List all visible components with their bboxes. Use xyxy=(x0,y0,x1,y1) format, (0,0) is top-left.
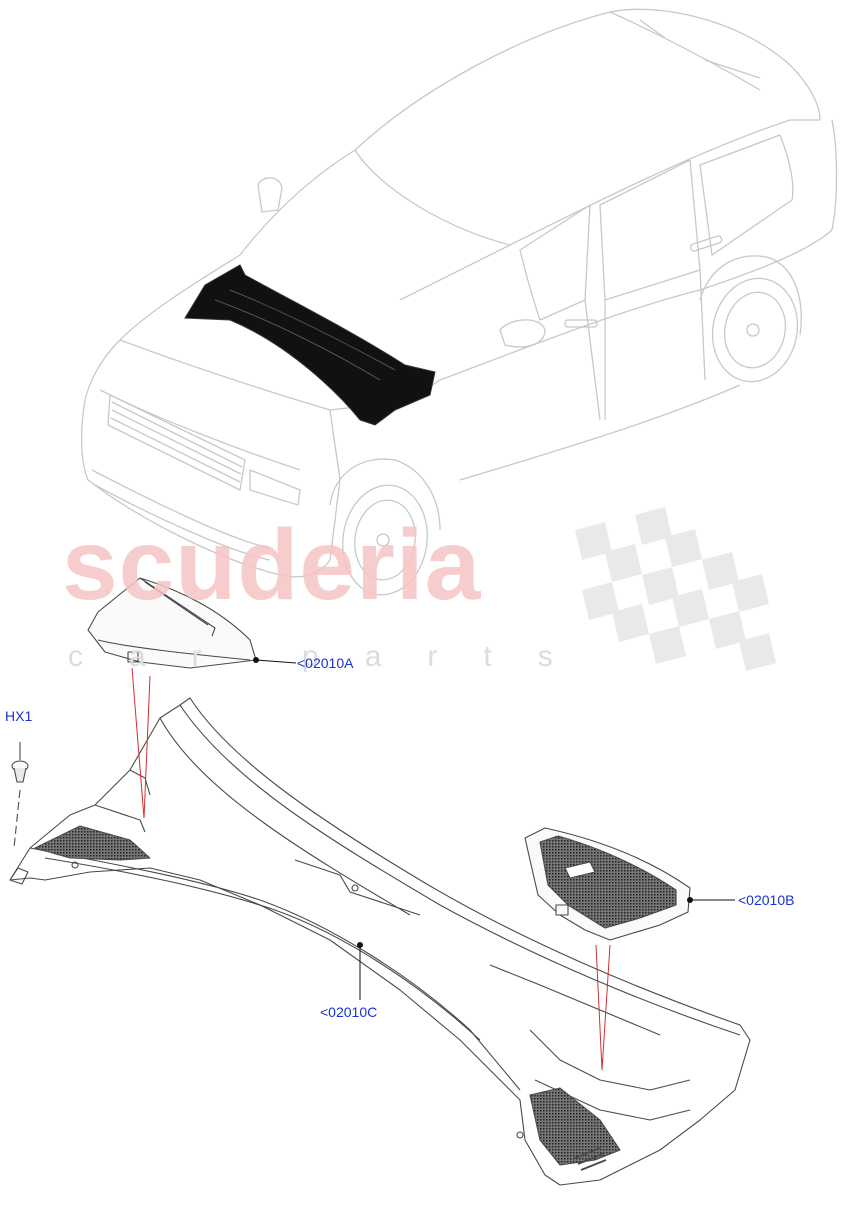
callout-02010b[interactable]: <02010B xyxy=(738,892,795,908)
callout-02010a[interactable]: <02010A xyxy=(297,655,354,671)
fastener-hx1-icon xyxy=(11,742,29,849)
vehicle-outline xyxy=(80,8,838,596)
cover-02010b xyxy=(524,827,691,941)
callout-hx1[interactable]: HX1 xyxy=(5,708,33,724)
watermark-flag xyxy=(575,507,776,671)
callout-leaders xyxy=(253,657,735,1000)
red-leader-lines xyxy=(131,667,611,1071)
watermark-brand-text: scuderia xyxy=(62,509,482,621)
cover-02010a xyxy=(87,577,257,669)
watermark-sub-text: car parts xyxy=(68,640,599,673)
cowl-on-vehicle xyxy=(184,264,436,426)
callout-02010c[interactable]: <02010C xyxy=(320,1004,378,1020)
cowl-panel-02010c xyxy=(9,697,751,1186)
